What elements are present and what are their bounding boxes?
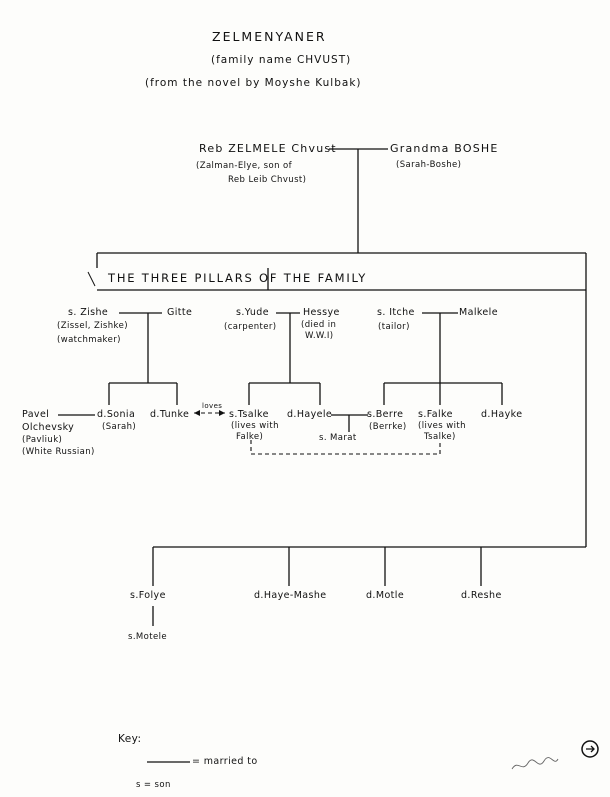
signature-scribble: [511, 757, 559, 770]
pavel-name-2: Olchevsky: [22, 422, 75, 433]
hessye-name: Hessye: [303, 307, 340, 318]
motle-name: d.Motle: [366, 590, 405, 601]
itche-name: s. Itche: [377, 307, 415, 318]
zelmele-note-1: (Zalman-Elye, son of: [196, 161, 292, 171]
tsalke-note-2: Falke): [236, 432, 264, 442]
tsalke-name: s.Tsalke: [229, 409, 269, 420]
page-number-icon: [581, 740, 599, 758]
sonia-name: d.Sonia: [97, 409, 136, 420]
diagram-title: ZELMENYANER: [212, 29, 327, 44]
family-name-subtitle: (family name CHVUST): [211, 54, 352, 66]
tsalke-note-1: (lives with: [231, 421, 279, 431]
haye-mashe-name: d.Haye-Mashe: [254, 590, 327, 601]
zishe-note-1: (Zissel, Zishke): [57, 321, 128, 331]
lives-with-dashed-line: [250, 440, 441, 455]
yude-name: s.Yude: [236, 307, 269, 318]
key-label: Key:: [118, 733, 142, 745]
malkele-name: Malkele: [459, 307, 498, 318]
motele-name: s.Motele: [128, 632, 168, 642]
key-married: = married to: [192, 756, 258, 767]
loves-label: loves: [202, 402, 223, 410]
zelmele-name: Reb ZELMELE Chvust: [199, 142, 337, 155]
yude-note: (carpenter): [224, 322, 277, 332]
reshe-name: d.Reshe: [461, 590, 502, 601]
key-son: s = son: [136, 780, 171, 790]
hayke-name: d.Hayke: [481, 409, 523, 420]
pavel-note-2: (White Russian): [22, 447, 95, 457]
tunke-name: d.Tunke: [150, 409, 190, 420]
berre-name: s.Berre: [367, 409, 404, 420]
pillars-title: THE THREE PILLARS OF THE FAMILY: [108, 271, 368, 285]
zelmele-note-2: Reb Leib Chvust): [228, 175, 307, 185]
pavel-name-1: Pavel: [22, 409, 50, 420]
berre-note: (Berrke): [369, 422, 407, 432]
hessye-note-1: (died in: [301, 320, 337, 330]
falke-name: s.Falke: [418, 409, 453, 420]
itche-note: (tailor): [378, 322, 410, 332]
sonia-note: (Sarah): [102, 422, 137, 432]
zishe-note-2: (watchmaker): [57, 335, 121, 345]
gitte-name: Gitte: [167, 307, 193, 318]
falke-note-1: (lives with: [418, 421, 466, 431]
pavel-note-1: (Pavliuk): [22, 435, 63, 445]
hessye-note-2: W.W.I): [305, 331, 334, 341]
marat-name: s. Marat: [319, 433, 357, 443]
zishe-name: s. Zishe: [68, 307, 109, 318]
folye-name: s.Folye: [130, 590, 166, 601]
falke-note-2: Tsalke): [424, 432, 456, 442]
source-subtitle: (from the novel by Moyshe Kulbak): [145, 77, 362, 89]
boshe-note: (Sarah-Boshe): [396, 160, 462, 170]
hayele-name: d.Hayele: [287, 409, 333, 420]
boshe-name: Grandma BOSHE: [390, 142, 499, 155]
